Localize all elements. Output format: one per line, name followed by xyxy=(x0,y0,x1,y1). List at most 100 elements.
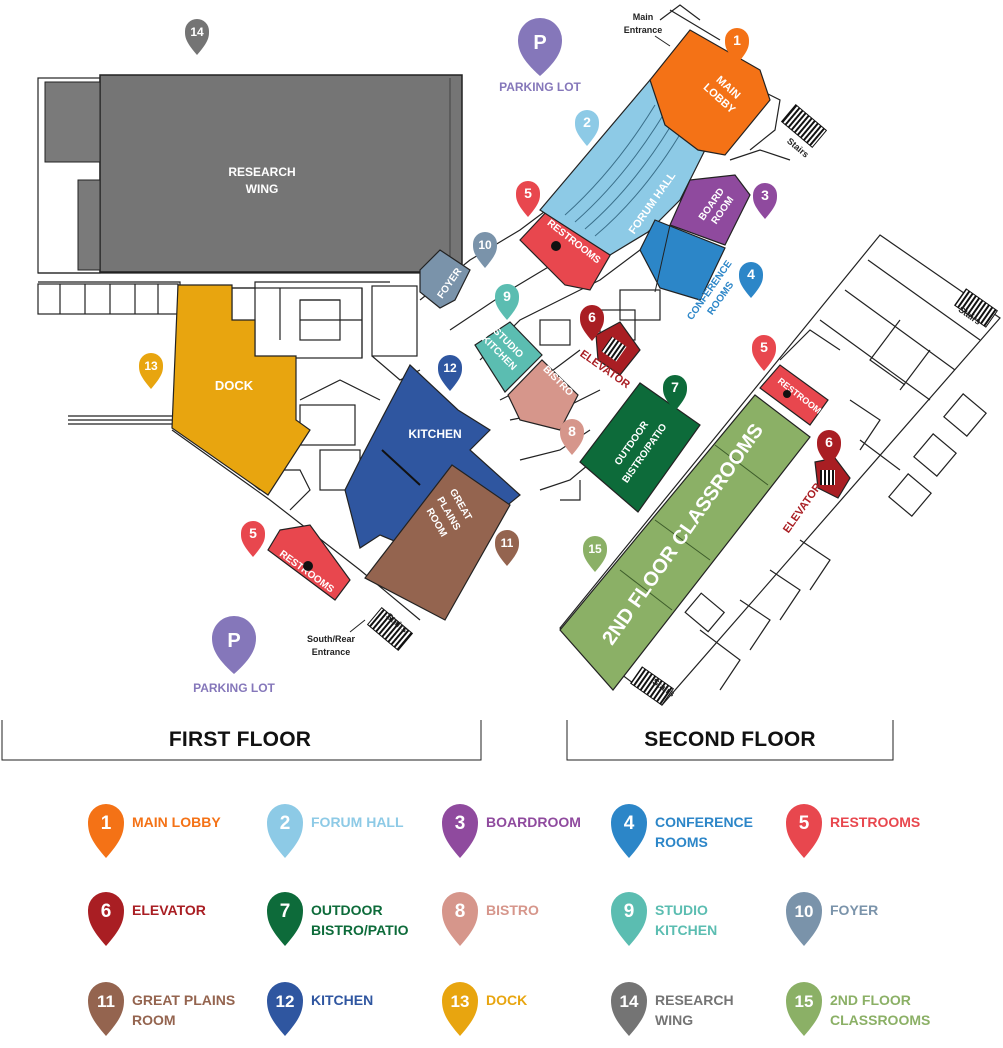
first-floor-label: FIRST FLOOR xyxy=(168,728,312,751)
bistro-area[interactable] xyxy=(507,359,579,431)
map-pin-number: 12 xyxy=(443,361,457,375)
svg-text:8: 8 xyxy=(455,901,466,922)
svg-text:12: 12 xyxy=(276,992,295,1011)
conference-rooms-area[interactable] xyxy=(639,219,726,301)
legend-item: 15 2ND FLOOR CLASSROOMS xyxy=(784,978,954,1048)
map-pin-marker xyxy=(516,181,540,217)
map-pin-15[interactable]: 15 xyxy=(583,536,607,572)
map-pin-number: 7 xyxy=(671,379,679,395)
map-pin-1[interactable]: 1 xyxy=(725,28,749,64)
map-pin-number: 2 xyxy=(583,114,591,130)
main-entrance-label-1: Main xyxy=(633,12,654,22)
outdoor-patio-area[interactable] xyxy=(579,382,701,513)
legend-pin-icon: 10 xyxy=(786,892,822,946)
svg-text:6: 6 xyxy=(101,901,112,922)
legend-label: DOCK xyxy=(486,992,528,1008)
map-pin-8[interactable]: 8 xyxy=(560,419,584,455)
board-room-area[interactable] xyxy=(669,174,751,246)
map-pin-number: 8 xyxy=(568,423,576,439)
dock-area[interactable] xyxy=(171,284,311,496)
parking-south-label: PARKING LOT xyxy=(193,681,275,695)
map-pin-marker xyxy=(725,28,749,64)
map-pin-9[interactable]: 9 xyxy=(495,284,519,320)
svg-text:4: 4 xyxy=(624,813,635,834)
legend-pin-icon: 5 xyxy=(786,804,822,858)
legend-item: 9 STUDIO KITCHEN xyxy=(609,888,779,958)
studio-kitchen-area[interactable] xyxy=(474,321,543,393)
svg-text:2: 2 xyxy=(280,813,291,834)
map-pin-14[interactable]: 14 xyxy=(185,19,209,55)
restrooms-second-area[interactable] xyxy=(759,364,829,426)
map-pin-5[interactable]: 5 xyxy=(241,521,265,557)
map-pin-3[interactable]: 3 xyxy=(753,183,777,219)
legend-pin-icon: 8 xyxy=(442,892,478,946)
legend-item: 10 FOYER xyxy=(784,888,954,958)
map-pin-10[interactable]: 10 xyxy=(473,232,497,268)
map-pin-marker xyxy=(739,262,763,298)
main-lobby-area[interactable] xyxy=(649,29,771,156)
map-pin-number: 13 xyxy=(144,359,158,373)
legend-label: FORUM HALL xyxy=(311,814,404,830)
legend-label: GREAT PLAINS ROOM xyxy=(132,992,236,1028)
legend-pin-icon: 13 xyxy=(442,982,478,1036)
map-pin-11[interactable]: 11 xyxy=(495,530,519,566)
map-pin-number: 3 xyxy=(761,187,769,203)
map-pin-marker xyxy=(185,19,209,55)
legend-item: 6 ELEVATOR xyxy=(86,888,256,958)
legend-pin-icon: 9 xyxy=(611,892,647,946)
map-pin-number: 10 xyxy=(478,238,492,252)
second-floor-classrooms-area[interactable] xyxy=(559,394,811,691)
svg-text:14: 14 xyxy=(620,992,639,1011)
stairs-south-icon xyxy=(366,607,414,651)
legend-label: FOYER xyxy=(830,902,879,918)
research-wing-label-1: RESEARCH xyxy=(228,165,295,179)
legend-item: 12 KITCHEN xyxy=(265,978,435,1048)
map-pin-7[interactable]: 7 xyxy=(663,375,687,411)
map-pin-5[interactable]: 5 xyxy=(516,181,540,217)
legend-pin-icon: 4 xyxy=(611,804,647,858)
legend-label: KITCHEN xyxy=(311,992,374,1008)
map-pin-2[interactable]: 2 xyxy=(575,110,599,146)
parking-lot-south-marker[interactable]: P PARKING LOT xyxy=(193,616,276,695)
restrooms-north-area[interactable] xyxy=(519,209,613,291)
map-pin-number: 1 xyxy=(733,32,741,48)
svg-text:1: 1 xyxy=(101,813,112,834)
legend-pin-icon: 3 xyxy=(442,804,478,858)
map-pin-marker xyxy=(495,284,519,320)
map-pin-number: 5 xyxy=(524,185,532,201)
legend-label: ELEVATOR xyxy=(132,902,206,918)
map-pin-marker xyxy=(580,305,604,341)
svg-text:9: 9 xyxy=(624,901,635,922)
map-pin-number: 6 xyxy=(588,309,596,325)
map-pin-number: 6 xyxy=(825,434,833,450)
legend-label: BOARDROOM xyxy=(486,814,581,830)
legend-label: STUDIO KITCHEN xyxy=(655,902,718,938)
map-pin-12[interactable]: 12 xyxy=(438,355,462,391)
parking-north-label: PARKING LOT xyxy=(499,80,581,94)
legend-label: 2ND FLOOR CLASSROOMS xyxy=(830,992,931,1028)
map-pin-4[interactable]: 4 xyxy=(739,262,763,298)
parking-lot-north-marker[interactable]: P PARKING LOT xyxy=(499,18,582,94)
map-pin-number: 14 xyxy=(190,25,204,39)
map-pin-number: 9 xyxy=(503,288,511,304)
legend-label: RESTROOMS xyxy=(830,814,921,830)
legend-pin-icon: 2 xyxy=(267,804,303,858)
legend-pin-icon: 7 xyxy=(267,892,303,946)
foyer-area[interactable] xyxy=(419,249,471,309)
map-pin-marker xyxy=(753,183,777,219)
legend-item: 5 RESTROOMS xyxy=(784,800,954,870)
dock-label: DOCK xyxy=(215,378,254,393)
map-pin-marker xyxy=(438,355,462,391)
map-pin-13[interactable]: 13 xyxy=(139,353,163,389)
parking-south-symbol: P xyxy=(227,630,240,652)
great-plains-room-area[interactable] xyxy=(364,464,511,621)
map-pin-6[interactable]: 6 xyxy=(817,430,841,466)
map-pin-number: 11 xyxy=(501,536,514,550)
map-pin-5[interactable]: 5 xyxy=(752,335,776,371)
map-pin-6[interactable]: 6 xyxy=(580,305,604,341)
map-pin-marker xyxy=(241,521,265,557)
svg-text:15: 15 xyxy=(795,992,814,1011)
